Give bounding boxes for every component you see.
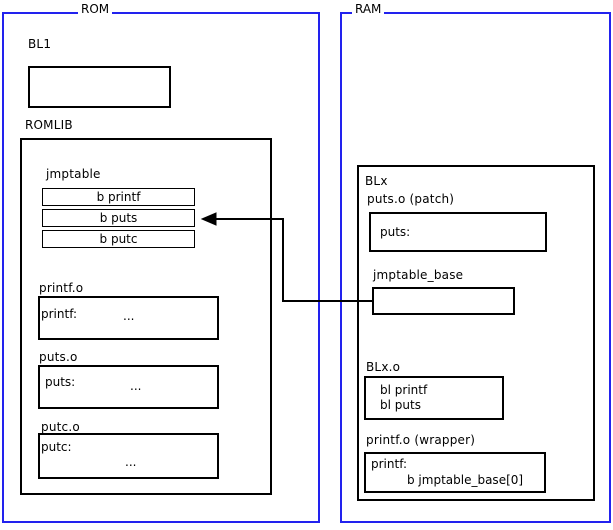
jmptable-entry-0 — [42, 188, 195, 206]
romlib-label: ROMLIB — [25, 118, 73, 132]
jmptable-base-label: jmptable_base — [373, 268, 464, 282]
romlib-object-0-label: printf.o — [39, 281, 84, 295]
jmptable-entry-0-text: b printf — [96, 190, 141, 204]
romlib-object-2-label: putc.o — [41, 420, 80, 434]
blx-wrapper-label: printf.o (wrapper) — [366, 433, 476, 447]
jmptable-base-box — [372, 287, 515, 315]
blx-o-box — [364, 376, 504, 420]
romlib-object-1-body: ... — [130, 379, 142, 393]
blx-o-label: BLx.o — [366, 360, 401, 374]
blx-label: BLx — [365, 174, 388, 188]
bl1-box — [28, 66, 171, 108]
romlib-object-2-symbol: putc: — [41, 440, 72, 454]
jmptable-entry-2 — [42, 230, 195, 248]
region-ram-label: RAM — [352, 2, 385, 16]
romlib-object-1-box — [38, 365, 219, 409]
blx-patch-label: puts.o (patch) — [367, 192, 455, 206]
blx-o-line-1: bl puts — [380, 398, 421, 412]
blx-wrapper-instruction: b jmptable_base[0] — [407, 473, 524, 487]
romlib-object-0-box — [38, 296, 219, 340]
romlib-object-0-body: ... — [123, 309, 135, 323]
jmptable-entry-1 — [42, 209, 195, 227]
blx-wrapper-symbol: printf: — [371, 457, 408, 471]
jmptable-entry-2-text: b putc — [99, 232, 138, 246]
blx-patch-symbol: puts: — [380, 225, 411, 239]
romlib-object-2-body: ... — [125, 455, 137, 469]
region-rom-label: ROM — [78, 2, 113, 16]
jmptable-entry-1-text: b puts — [99, 211, 138, 225]
blx-patch-box — [369, 212, 547, 252]
blx-o-line-0: bl printf — [380, 383, 428, 397]
blx-wrapper-box — [364, 452, 546, 493]
jmptable-label: jmptable — [46, 167, 101, 181]
romlib-object-0-symbol: printf: — [41, 307, 78, 321]
romlib-object-1-symbol: puts: — [45, 375, 76, 389]
romlib-object-1-label: puts.o — [39, 350, 78, 364]
bl1-label: BL1 — [28, 37, 52, 51]
romlib-object-2-box — [38, 433, 219, 479]
